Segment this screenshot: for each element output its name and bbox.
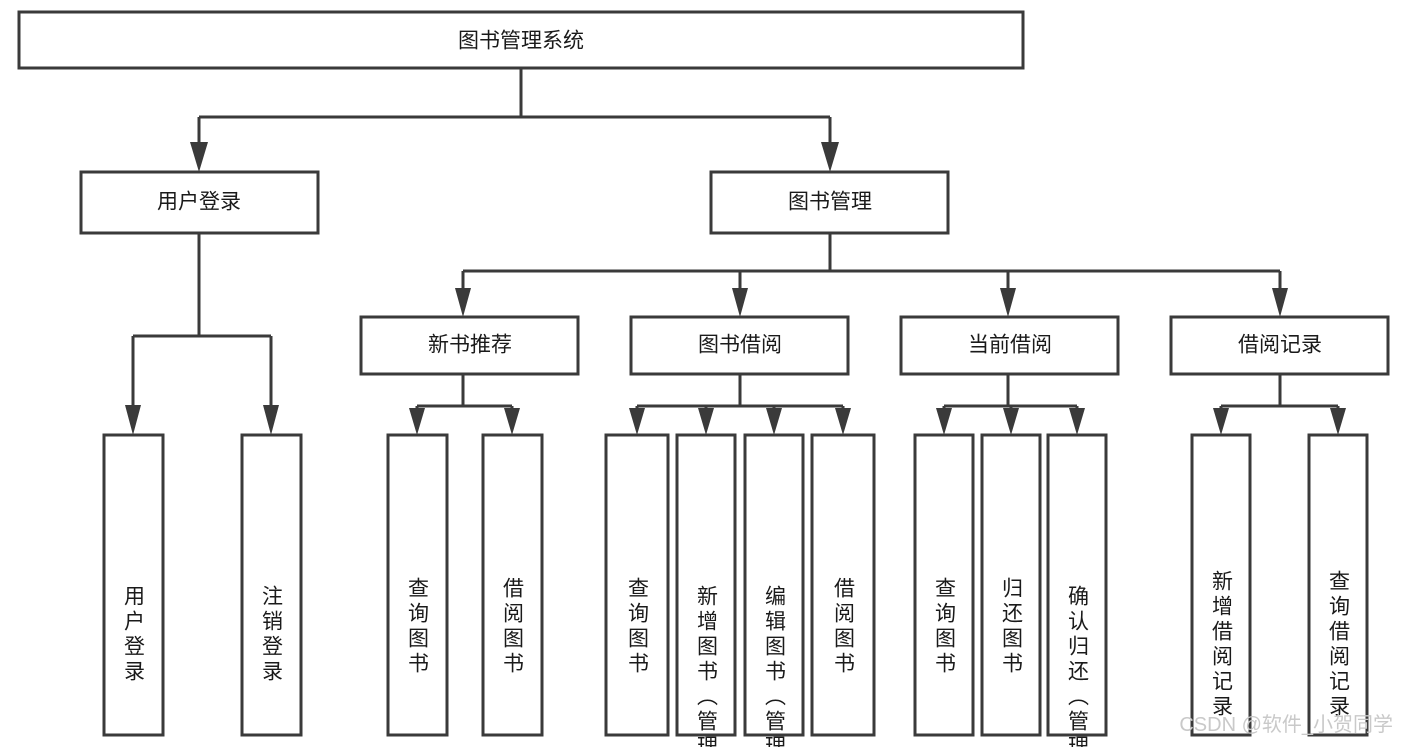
node-new-book-recommend[interactable]: 新书推荐 [359, 315, 580, 376]
node-leaf-query-book-current-label: 查询图书 [933, 577, 957, 677]
node-leaf-query-book-rec[interactable]: 查询图书 [386, 433, 449, 737]
node-leaf-user-login[interactable]: 用户登录 [102, 433, 165, 737]
arrow-head-book-borrow [732, 288, 748, 317]
node-leaf-confirm-return-admin[interactable]: 确认归还（管理员） [1046, 433, 1108, 747]
node-leaf-edit-book-admin-box[interactable] [743, 433, 805, 737]
arrow-head-leaf-add-borrow-record [1213, 408, 1229, 435]
node-leaf-logout-box[interactable] [240, 433, 303, 737]
connectors-user-login-to-leaves [125, 233, 279, 435]
arrow-head-leaf-query-book-rec [409, 408, 425, 435]
node-book-borrow-box[interactable] [629, 315, 850, 376]
node-leaf-confirm-return-admin-label: 确认归还（管理员） [1066, 585, 1090, 747]
node-leaf-add-book-admin-label: 新增图书（管理员） [695, 585, 719, 747]
node-new-book-recommend-label: 新书推荐 [428, 334, 512, 357]
node-leaf-add-borrow-record-label: 新增借阅记录 [1210, 570, 1234, 720]
node-leaf-logout[interactable]: 注销登录 [240, 433, 303, 737]
arrow-head-leaf-logout [263, 405, 279, 435]
node-current-borrow[interactable]: 当前借阅 [899, 315, 1120, 376]
node-leaf-query-book-rec-label: 查询图书 [406, 577, 430, 677]
arrow-head-current-borrow [1000, 288, 1016, 317]
node-borrow-records-box[interactable] [1169, 315, 1390, 376]
node-root-box[interactable] [17, 10, 1025, 70]
arrow-head-user-login [190, 142, 208, 172]
node-leaf-edit-book-admin[interactable]: 编辑图书（管理员） [743, 433, 805, 747]
node-leaf-borrow-book[interactable]: 借阅图书 [810, 433, 876, 737]
node-borrow-records[interactable]: 借阅记录 [1169, 315, 1390, 376]
node-leaf-add-book-admin[interactable]: 新增图书（管理员） [675, 433, 737, 747]
node-leaf-add-borrow-record[interactable]: 新增借阅记录 [1190, 433, 1252, 737]
node-book-borrow[interactable]: 图书借阅 [629, 315, 850, 376]
node-leaf-borrow-book-rec[interactable]: 借阅图书 [481, 433, 544, 737]
connectors-current-borrow-to-leaves [936, 374, 1085, 435]
node-book-manage-label: 图书管理 [788, 191, 872, 214]
node-leaf-query-borrow-record[interactable]: 查询借阅记录 [1307, 433, 1369, 737]
node-leaf-query-book-borrow[interactable]: 查询图书 [604, 433, 670, 737]
node-root-label: 图书管理系统 [458, 30, 584, 53]
node-current-borrow-label: 当前借阅 [968, 334, 1052, 357]
arrow-head-leaf-confirm-return-admin [1069, 408, 1085, 435]
connectors-new-book-recommend-to-leaves [409, 374, 520, 435]
arrow-head-leaf-borrow-book-rec [504, 408, 520, 435]
node-leaf-query-book-rec-box[interactable] [386, 433, 449, 737]
node-leaf-return-book-box[interactable] [980, 433, 1042, 737]
node-root[interactable]: 图书管理系统 [17, 10, 1025, 70]
node-leaf-user-login-box[interactable] [102, 433, 165, 737]
arrow-head-leaf-query-book-current [936, 408, 952, 435]
node-leaf-logout-label: 注销登录 [260, 585, 284, 685]
arrow-head-leaf-return-book [1003, 408, 1019, 435]
arrow-head-leaf-query-borrow-record [1330, 408, 1346, 435]
arrow-head-leaf-user-login [125, 405, 141, 435]
node-leaf-edit-book-admin-label: 编辑图书（管理员） [763, 585, 787, 747]
node-leaf-borrow-book-rec-label: 借阅图书 [501, 577, 525, 677]
node-user-login-box[interactable] [79, 170, 320, 235]
arrow-head-leaf-add-book-admin [698, 408, 714, 435]
arrow-head-book-manage [821, 142, 839, 172]
connectors-borrow-records-to-leaves [1213, 374, 1346, 435]
node-user-login-label: 用户登录 [157, 191, 241, 214]
node-user-login[interactable]: 用户登录 [79, 170, 320, 235]
arrow-head-leaf-query-book-borrow [629, 408, 645, 435]
node-leaf-query-book-current[interactable]: 查询图书 [913, 433, 975, 737]
node-leaf-borrow-book-rec-box[interactable] [481, 433, 544, 737]
connectors-root-to-level2 [190, 68, 839, 172]
node-leaf-borrow-book-box[interactable] [810, 433, 876, 737]
node-leaf-return-book[interactable]: 归还图书 [980, 433, 1042, 737]
node-leaf-query-borrow-record-box[interactable] [1307, 433, 1369, 737]
node-leaf-return-book-label: 归还图书 [1000, 577, 1024, 677]
node-current-borrow-box[interactable] [899, 315, 1120, 376]
node-leaf-query-book-borrow-box[interactable] [604, 433, 670, 737]
arrow-head-leaf-borrow-book [835, 408, 851, 435]
node-leaf-query-book-borrow-label: 查询图书 [626, 577, 650, 677]
node-leaf-borrow-book-label: 借阅图书 [832, 577, 856, 677]
node-book-manage[interactable]: 图书管理 [709, 170, 950, 235]
node-leaf-confirm-return-admin-box[interactable] [1046, 433, 1108, 737]
node-leaf-add-book-admin-box[interactable] [675, 433, 737, 737]
connectors-book-borrow-to-leaves [629, 374, 851, 435]
node-leaf-add-borrow-record-box[interactable] [1190, 433, 1252, 737]
node-book-borrow-label: 图书借阅 [698, 334, 782, 357]
arrow-head-new-book-recommend [455, 288, 471, 317]
node-new-book-recommend-box[interactable] [359, 315, 580, 376]
node-borrow-records-label: 借阅记录 [1238, 334, 1322, 357]
node-book-manage-box[interactable] [709, 170, 950, 235]
arrow-head-borrow-records [1272, 288, 1288, 317]
connectors-book-manage-to-level3 [455, 233, 1288, 317]
node-leaf-query-borrow-record-label: 查询借阅记录 [1327, 570, 1351, 720]
node-leaf-user-login-label: 用户登录 [122, 585, 146, 685]
node-leaf-query-book-current-box[interactable] [913, 433, 975, 737]
arrow-head-leaf-edit-book-admin [766, 408, 782, 435]
